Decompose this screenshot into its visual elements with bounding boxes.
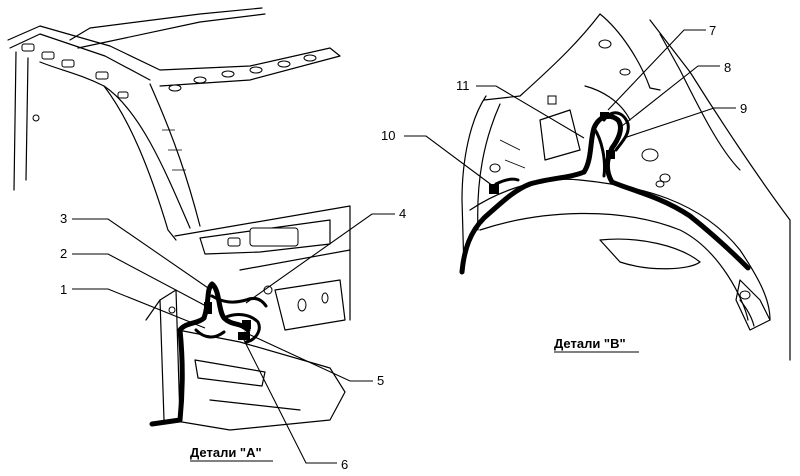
callout-6: 6 xyxy=(243,339,348,472)
callout-4: 4 xyxy=(245,206,406,304)
roof-rail-holes xyxy=(21,43,317,99)
callout-9: 9 xyxy=(623,101,747,139)
detail-a-illustration xyxy=(7,7,351,431)
detail-b-illustration xyxy=(459,13,791,361)
callout-10-label: 10 xyxy=(381,128,395,143)
detail-b-caption: Детали "B" xyxy=(554,336,626,351)
callout-8: 8 xyxy=(621,60,731,127)
callout-1: 1 xyxy=(60,282,206,329)
callout-3: 3 xyxy=(60,211,212,291)
callout-1-label: 1 xyxy=(60,282,67,297)
callout-8-label: 8 xyxy=(724,60,731,75)
callout-5: 5 xyxy=(243,331,384,388)
callout-11-label: 11 xyxy=(456,78,470,93)
callout-11: 11 xyxy=(456,78,585,139)
callout-3-label: 3 xyxy=(60,211,67,226)
callout-2: 2 xyxy=(60,246,207,307)
detail-a-caption: Детали "A" xyxy=(190,445,262,460)
callout-5-label: 5 xyxy=(377,373,384,388)
callout-6-label: 6 xyxy=(341,457,348,472)
detail-b-callouts: 7 8 9 10 11 Детали "B" xyxy=(381,23,747,353)
callout-9-label: 9 xyxy=(740,101,747,116)
callout-4-label: 4 xyxy=(399,206,406,221)
detail-a-callouts: 1 2 3 4 5 6 Детали "A" xyxy=(60,206,406,472)
callout-10: 10 xyxy=(381,128,494,187)
callout-7-label: 7 xyxy=(709,23,716,38)
detail-b-harness xyxy=(459,111,751,275)
detail-a-harness xyxy=(149,281,268,427)
callout-7: 7 xyxy=(607,23,716,111)
callout-2-label: 2 xyxy=(60,246,67,261)
